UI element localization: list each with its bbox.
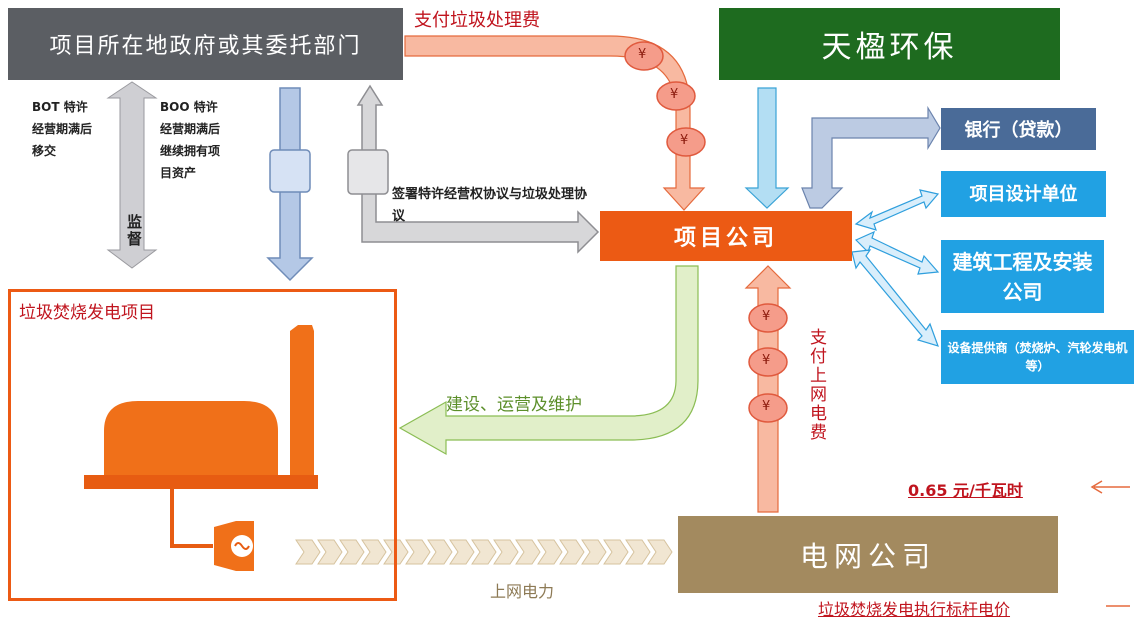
bank-arrow <box>801 105 941 209</box>
yen-coins <box>624 41 788 423</box>
construction-box: 建筑工程及安装公司 <box>941 240 1104 313</box>
grid-power-label: 上网电力 <box>490 582 555 601</box>
pay-power-fee-label: 支付上网电费 <box>806 328 826 442</box>
power-plant-icon <box>84 325 318 571</box>
power-chevrons <box>295 539 673 565</box>
yen-label: ¥ <box>762 309 771 324</box>
price-label: 0.65 元/千瓦时 <box>908 481 1023 500</box>
benchmark-label: 垃圾焚烧发电执行标杆电价 <box>818 600 1011 619</box>
build-ops-arrow <box>398 265 699 456</box>
waste-project-frame: 垃圾焚烧发电项目 <box>8 289 397 601</box>
power-fee-arrow <box>744 265 792 513</box>
yen-label: ¥ <box>638 47 647 62</box>
bot-label: BOT 特许经营期满后移交 <box>32 100 93 158</box>
gov-down-arrow-collar <box>269 149 311 193</box>
grid-company-box: 电网公司 <box>678 516 1058 593</box>
tianji-box: 天楹环保 <box>719 8 1060 80</box>
agreement-arrow <box>356 84 600 254</box>
equipment-box: 设备提供商（焚烧炉、汽轮发电机等） <box>941 330 1134 384</box>
build-ops-label: 建设、运营及维护 <box>446 395 582 415</box>
pay-waste-fee-label: 支付垃圾处理费 <box>414 10 540 31</box>
boo-label: BOO 特许经营期满后继续拥有项目资产 <box>160 100 221 180</box>
tianji-down-arrow <box>744 87 790 209</box>
supervision-label: 监督 <box>125 214 143 248</box>
yen-label: ¥ <box>670 87 679 102</box>
yen-label: ¥ <box>762 353 771 368</box>
agreement-arrow-collar <box>347 149 389 195</box>
design-unit-box: 项目设计单位 <box>941 171 1106 217</box>
side-arrows <box>851 189 940 347</box>
yen-label: ¥ <box>762 399 771 414</box>
supervision-arrow <box>106 81 158 269</box>
agreement-label: 签署特许经营权协议与垃圾处理协议 <box>392 187 588 224</box>
project-company-box: 项目公司 <box>600 211 852 261</box>
gov-box: 项目所在地政府或其委托部门 <box>8 8 403 80</box>
bank-box: 银行（贷款） <box>941 108 1096 150</box>
yen-label: ¥ <box>680 133 689 148</box>
price-arrow <box>1090 480 1130 494</box>
waste-project-title: 垃圾焚烧发电项目 <box>19 303 155 323</box>
